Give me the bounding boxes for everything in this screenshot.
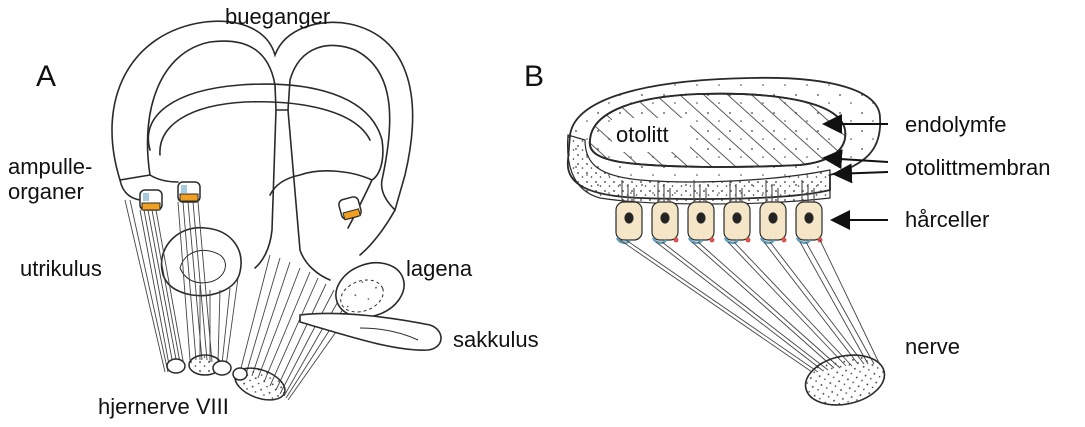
label-bueganger: bueganger xyxy=(225,4,330,29)
label-sakkulus: sakkulus xyxy=(453,327,539,352)
panel-a-drawing xyxy=(112,21,413,280)
nerve-cut-end-b xyxy=(801,348,889,412)
ampulla-organs xyxy=(140,182,362,220)
semicircular-canal-inner-loop xyxy=(148,84,383,195)
panel-b-letter: B xyxy=(524,60,544,95)
nerve-fibers-b xyxy=(620,240,880,372)
label-ampulle-organer: ampulle- organer xyxy=(8,154,92,205)
label-lagena: lagena xyxy=(406,256,472,281)
label-otolittmembran: otolittmembran xyxy=(905,155,1051,180)
arrow-otolittmembran-2 xyxy=(834,172,888,174)
panel-a-letter: A xyxy=(36,60,56,95)
label-otolitt: otolitt xyxy=(616,122,669,147)
label-utrikulus: utrikulus xyxy=(20,256,102,281)
label-nerve: nerve xyxy=(905,334,960,359)
label-harceller: hårceller xyxy=(905,207,989,232)
panel-b-drawing xyxy=(568,78,881,204)
label-hjernerve-viii: hjernerve VIII xyxy=(98,394,229,419)
label-endolymfe: endolymfe xyxy=(905,112,1007,137)
